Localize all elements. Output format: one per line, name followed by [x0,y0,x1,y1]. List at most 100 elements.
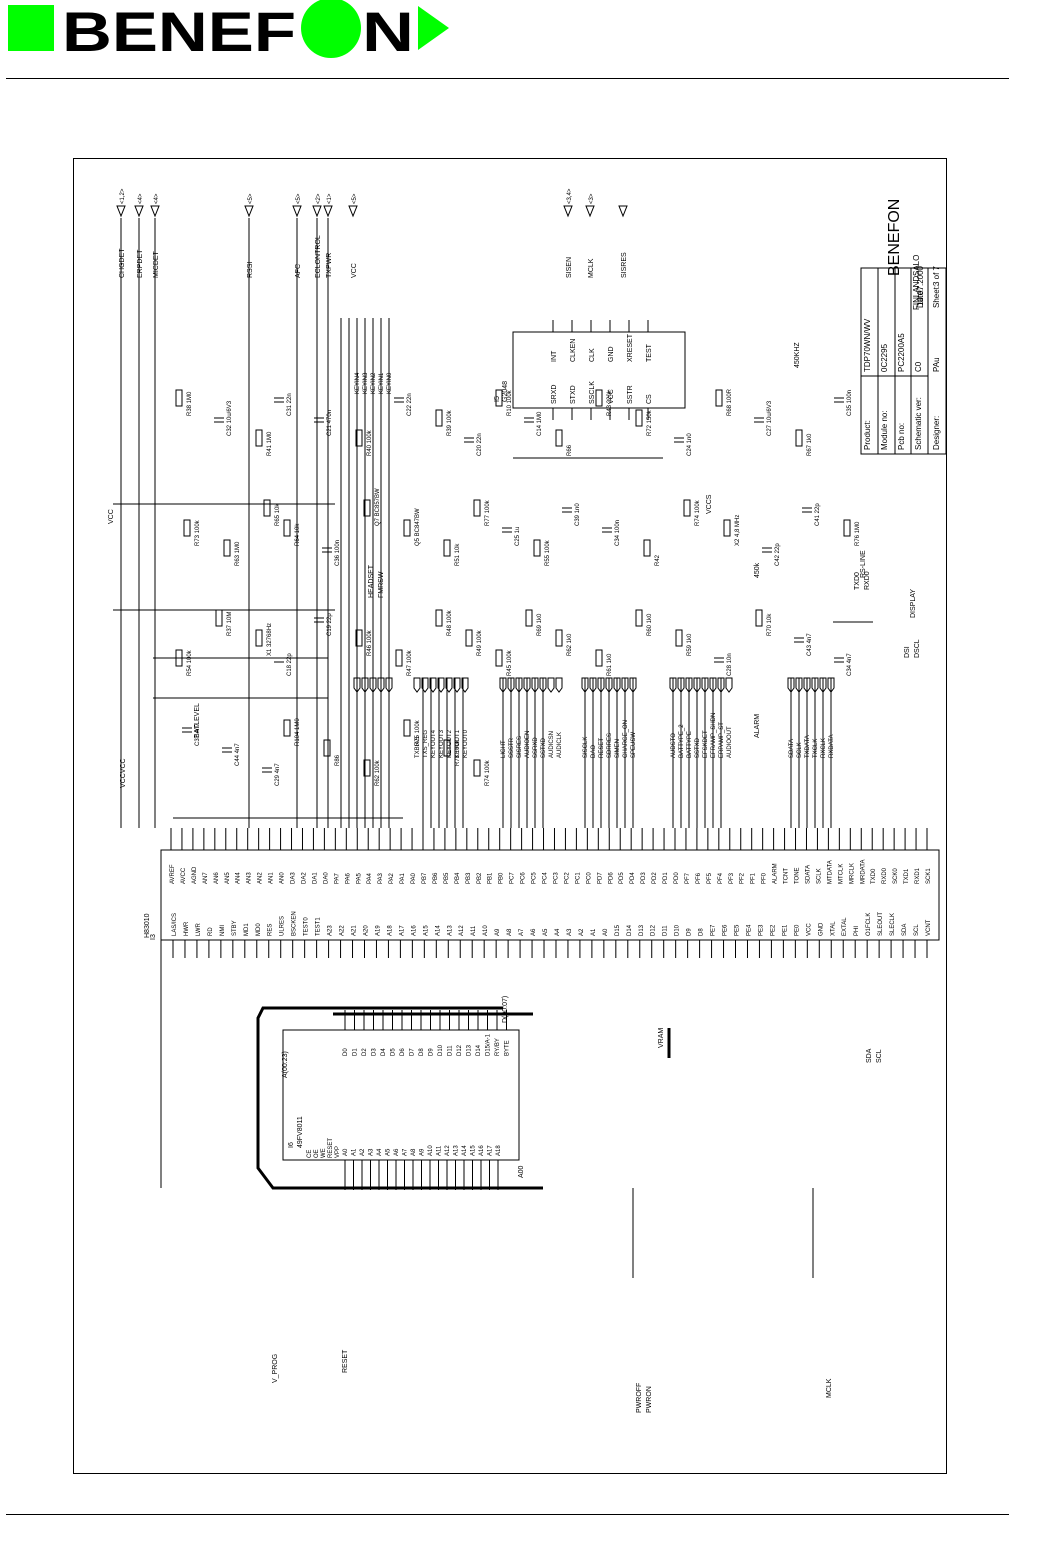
component-label: R73 100k [195,519,201,546]
flash-ctrl-pin: OE [314,1149,320,1158]
net-flag [685,677,693,693]
flash-data-pin: D2 [362,1048,368,1056]
h8-pin-top: DA2 [301,872,307,884]
component-label: C25 1u [515,527,521,546]
h8-pin-bottom: D14 [627,924,633,936]
net-flag [581,677,589,693]
h8-pin-top: PA2 [389,872,395,884]
net-pc: SSRXD [533,737,539,758]
h8-pin-bottom: EXTAL [842,917,848,936]
h8-pin-top: PF1 [751,872,757,884]
h8-pin-bottom: A19 [375,925,381,936]
connector-arrow [618,205,628,218]
flash-addr-pin: A7 [403,1148,409,1156]
flash-addr-pin: A3 [369,1148,375,1156]
h8-pin-bottom: A6 [531,928,537,936]
h8-pin-top: RXD1 [915,867,921,884]
component-label: C34 4n7 [847,653,853,676]
component-label: R46 100k [367,629,373,656]
top-net-tag: <1,2> [120,188,126,204]
net-flag [353,677,361,693]
h8-pin-top: DA3 [291,872,297,884]
h8-pin-bottom: RES [268,924,274,936]
misc-label: 450KHZ [794,342,801,368]
h8-pin-bottom: VCNT [926,919,932,936]
net-flag [385,677,393,693]
component-label: R67 1k0 [807,433,813,456]
h8-pin-top: MRDATA [860,860,866,884]
net-keyin: KEYIN1 [379,372,385,394]
h8-pin-bottom: NMI [220,925,226,936]
flash-ctrl-pin: CE [307,1150,313,1158]
modem-ref: I5 [494,396,501,402]
resistor-body [183,519,191,537]
modem-pin-right: GND [608,346,615,362]
h8-pin-top: PC2 [564,872,570,884]
h8-pin-top: SCLK [816,868,822,884]
net-flag [413,677,421,693]
h8-pin-top: PB2 [477,872,483,884]
h8-pin-bottom: TEST1 [316,917,322,936]
net-pc: AUDIOEN [525,731,531,758]
flash-data-pin: D3 [372,1048,378,1056]
net-pb: TXBIAS [415,737,421,758]
top-net-tag: <4> [154,193,160,204]
net-pf: AUDSTO [671,733,677,758]
net-flag [445,677,453,693]
net-flag [717,677,725,693]
resistor-body [595,389,603,407]
title-label-designer: Designer: [932,416,941,450]
h8-pin-top: SDATA [805,865,811,884]
flash-data-pin: D9 [429,1048,435,1056]
component-label: R54 100k [187,649,193,676]
h8-pin-top: PF6 [696,872,702,884]
h8-pin-bottom: A18 [387,925,393,936]
h8-pin-bottom: PE1 [782,924,788,936]
misc-label: RS-LINE [860,550,867,578]
net-pd: SISCLK [583,737,589,758]
net-serial: TXCLK [813,739,819,758]
net-serial: RXDATA [829,735,835,758]
net-flag [819,677,827,693]
misc-label: SDA [866,1048,873,1063]
net-pd: SDRRES [607,733,613,758]
component-label: C39 1n0 [575,503,581,526]
net-flag [677,677,685,693]
h8-pin-bottom: SCL [914,924,920,936]
flash-addr-pin: A8 [411,1148,417,1156]
h8-pin-top: DA0 [323,872,329,884]
h8-pin-top: PB5 [444,872,450,884]
h8-pin-bottom: D10 [675,924,681,936]
resistor-body [465,629,473,647]
h8-pin-bottom: A0 [603,928,609,936]
flash-ref: I6 [288,1142,295,1148]
h8-pin-top: PA5 [356,872,362,884]
wiring [113,218,873,1278]
top-net-label: AFC [295,264,302,278]
net-pf: AUDIOOUT [727,726,733,758]
h8-pin-top: TCNT [784,868,790,884]
component-label: R104 1M0 [295,718,301,746]
flash-addr-pin: A4 [377,1148,383,1156]
h8-pin-top: AGND [192,866,198,884]
h8-pin-bottom: A4 [555,928,561,936]
resistor-body [635,409,643,427]
h8-pin-top: AN4 [236,872,242,884]
net-keyin: KEYIN2 [371,372,377,394]
h8-pin-top: PF4 [718,872,724,884]
flash-data-pin: D10 [438,1044,444,1056]
component-label: R74 100k [695,499,701,526]
connector-arrow [585,205,595,218]
title-value: C0 [914,361,923,372]
component-label: C32 10u/6V3 [227,400,233,436]
resistor-body [263,499,271,517]
flash-addr-pin: A2 [360,1148,366,1156]
top-net-tag: <4> [138,193,144,204]
resistor-body [403,519,411,537]
h8-pin-top: PB4 [455,872,461,884]
flash-ctrl-pin: RESET [328,1138,334,1158]
resistor-body [635,609,643,627]
modem-pin-right: CLKEN [570,339,577,362]
resistor-body [403,719,411,737]
